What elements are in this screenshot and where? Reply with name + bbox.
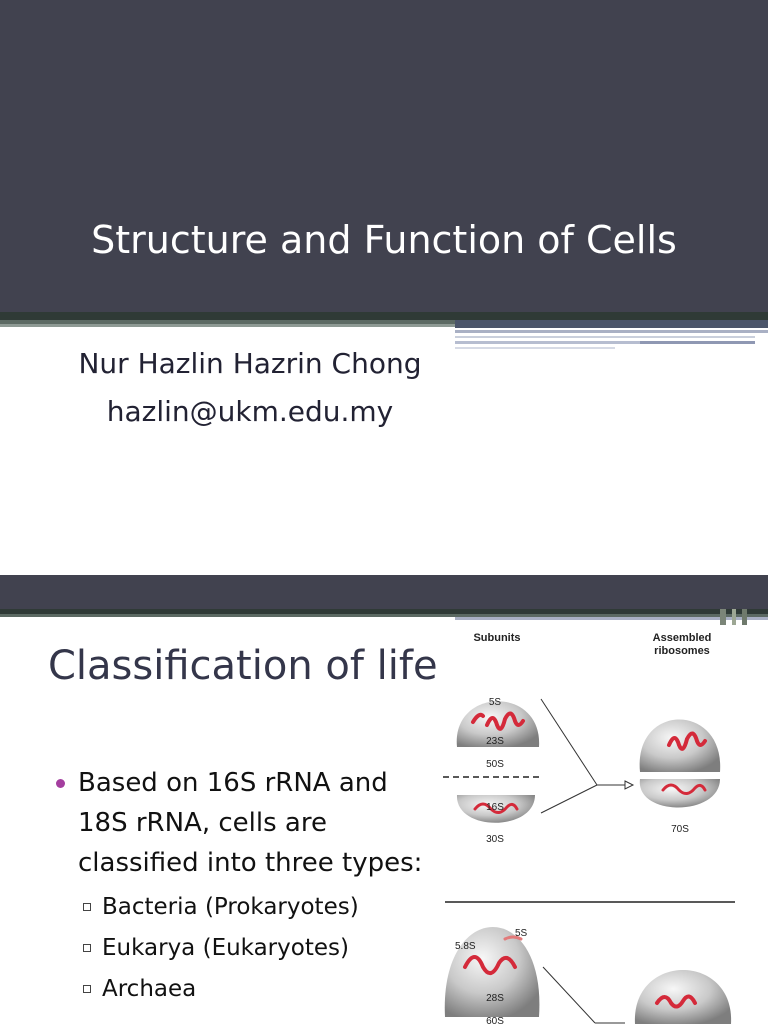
label-5-8s: 5.8S [455, 941, 476, 952]
label-5s-euk: 5S [515, 928, 528, 939]
rna-strand-5s [503, 935, 523, 941]
label-23s: 23S [486, 736, 504, 747]
decorative-stripes [0, 609, 768, 625]
bullet-dot-icon [56, 779, 65, 788]
slide-body: Based on 16S rRNA and 18S rRNA, cells ar… [56, 763, 436, 1010]
author-block: Nur Hazlin Hazrin Chong hazlin@ukm.edu.m… [0, 340, 500, 436]
arrow-head-icon [624, 780, 635, 790]
label-28s: 28S [486, 993, 504, 1004]
label-30s: 30S [486, 834, 504, 845]
sub-list: Bacteria (Prokaryotes) Eukarya (Eukaryot… [56, 887, 436, 1010]
square-bullet-icon [83, 944, 91, 952]
header-assembled: Assembled [653, 632, 712, 644]
label-70s: 70S [671, 824, 689, 835]
sub-item-text: Archaea [102, 976, 197, 1002]
assembly-arrows [542, 966, 625, 1024]
presentation-title: Structure and Function of Cells [91, 218, 677, 262]
assembly-arrows [540, 698, 627, 814]
ribosome-diagram: Subunits Assembled ribosomes 5S 23S 50S … [443, 632, 735, 1024]
rna-strand [655, 994, 697, 1009]
header-assembled-2: ribosomes [654, 645, 710, 657]
header-subunits: Subunits [473, 632, 520, 644]
sub-item: Eukarya (Eukaryotes) [56, 928, 436, 969]
label-60s: 60S [486, 1016, 504, 1024]
title-band [0, 0, 768, 312]
rna-strand [667, 731, 707, 751]
sub-item-text: Bacteria (Prokaryotes) [102, 894, 359, 920]
small-subunit-70s [456, 795, 535, 823]
label-16s: 16S [486, 802, 504, 813]
decorative-stripes [0, 312, 768, 349]
label-5s: 5S [489, 697, 502, 708]
sub-item: Bacteria (Prokaryotes) [56, 887, 436, 928]
label-50s: 50S [486, 759, 504, 770]
assembled-ribosome-80s [634, 970, 732, 1024]
rna-strand-16s [473, 802, 519, 814]
author-email: hazlin@ukm.edu.my [106, 395, 394, 428]
author-name: Nur Hazlin Hazrin Chong [78, 347, 422, 380]
slide-title: Classification of life [48, 643, 438, 689]
rna-strand [471, 712, 485, 724]
classification-slide: Classification of life Based on 16S rRNA… [0, 575, 768, 1024]
rna-strand [661, 783, 707, 795]
square-bullet-icon [83, 985, 91, 993]
square-bullet-icon [83, 903, 91, 911]
rna-strand-23s [485, 711, 525, 731]
sub-item: Archaea [56, 969, 436, 1010]
assembled-small-70s [639, 779, 720, 808]
header-band [0, 575, 768, 609]
title-slide: Structure and Function of Cells Nur Hazl… [0, 0, 768, 436]
bullet-text: Based on 16S rRNA and 18S rRNA, cells ar… [78, 768, 423, 878]
rna-strand-28s [463, 955, 517, 975]
sub-item-text: Eukarya (Eukaryotes) [102, 935, 349, 961]
bullet-item: Based on 16S rRNA and 18S rRNA, cells ar… [56, 763, 436, 883]
